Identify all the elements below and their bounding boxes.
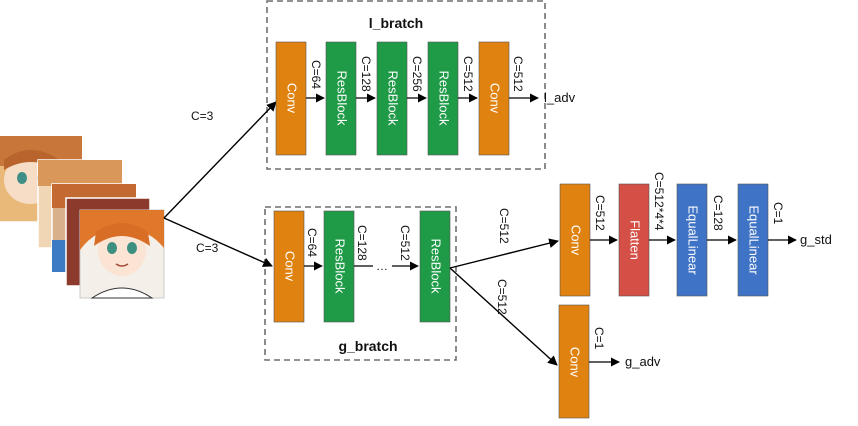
- std-head-block-conv: Conv: [559, 183, 591, 297]
- g-branch-input-channel: C=3: [196, 241, 219, 255]
- g-branch-block-conv: Conv: [273, 210, 305, 323]
- std-head-block-flatten: Flatten: [618, 183, 650, 297]
- l-branch-block-resblock-3: ResBlock: [427, 41, 459, 156]
- svg-text:ResBlock: ResBlock: [429, 239, 444, 294]
- l-branch-channel-5: C=512: [511, 56, 525, 92]
- g-branch-ellipsis: …: [376, 259, 388, 273]
- g-branch-block-resblock-1: ResBlock: [323, 210, 355, 323]
- input-images-stack-icon: [0, 135, 165, 299]
- g-adv-output: g_adv: [625, 354, 661, 369]
- l-branch-block-resblock-2: ResBlock: [376, 41, 408, 156]
- g-branch-box: [264, 206, 457, 361]
- l-adv-output: l_adv: [544, 90, 576, 105]
- svg-text:ResBlock: ResBlock: [386, 71, 401, 126]
- l-branch-channel-3: C=256: [410, 56, 424, 92]
- l-branch-box: [266, 0, 546, 170]
- g-std-output: g_std: [800, 232, 832, 247]
- g-branch-channel-2: C=128: [355, 225, 369, 261]
- arrow-input-to-l-branch: [163, 101, 277, 219]
- svg-text:EqualLinear: EqualLinear: [747, 205, 762, 275]
- l-branch-channel-2: C=128: [359, 56, 373, 92]
- l-branch-block-conv-2: Conv: [478, 41, 510, 156]
- svg-text:Conv: Conv: [285, 83, 300, 114]
- svg-text:Flatten: Flatten: [628, 220, 643, 260]
- std-head-block-equallinear-2: EqualLinear: [737, 183, 769, 297]
- svg-text:ResBlock: ResBlock: [437, 71, 452, 126]
- svg-text:ResBlock: ResBlock: [335, 71, 350, 126]
- g-branch-title: g_bratch: [338, 338, 397, 354]
- svg-text:ResBlock: ResBlock: [333, 239, 348, 294]
- l-branch-channel-1: C=64: [309, 60, 323, 89]
- svg-text:Conv: Conv: [569, 225, 584, 256]
- l-branch-channel-4: C=512: [461, 56, 475, 92]
- svg-text:EqualLinear: EqualLinear: [686, 205, 701, 275]
- l-branch-block-conv-1: Conv: [275, 41, 307, 156]
- std-head-channel-4: C=1: [771, 202, 785, 225]
- arrow-input-to-g-branch: [163, 217, 273, 267]
- svg-text:Conv: Conv: [283, 251, 298, 282]
- svg-text:Conv: Conv: [488, 83, 503, 114]
- adv-head-input-channel: C=512: [495, 279, 509, 315]
- g-branch-block-resblock-2: ResBlock: [419, 210, 451, 323]
- std-head-input-channel: C=512: [497, 208, 511, 244]
- svg-text:Conv: Conv: [568, 347, 583, 378]
- l-branch-block-resblock-1: ResBlock: [325, 41, 357, 156]
- std-head-block-equallinear-1: EqualLinear: [676, 183, 708, 297]
- adv-head-channel-1: C=1: [592, 327, 606, 350]
- g-branch-channel-1: C=64: [305, 228, 319, 257]
- std-head-channel-2: C=512*4*4: [652, 172, 666, 231]
- adv-head-block-conv: Conv: [558, 304, 590, 419]
- l-branch-title: l_bratch: [369, 15, 423, 31]
- std-head-channel-1: C=512: [593, 195, 607, 231]
- std-head-channel-3: C=128: [711, 195, 725, 231]
- l-branch-input-channel: C=3: [191, 109, 214, 123]
- g-branch-channel-3: C=512: [398, 225, 412, 261]
